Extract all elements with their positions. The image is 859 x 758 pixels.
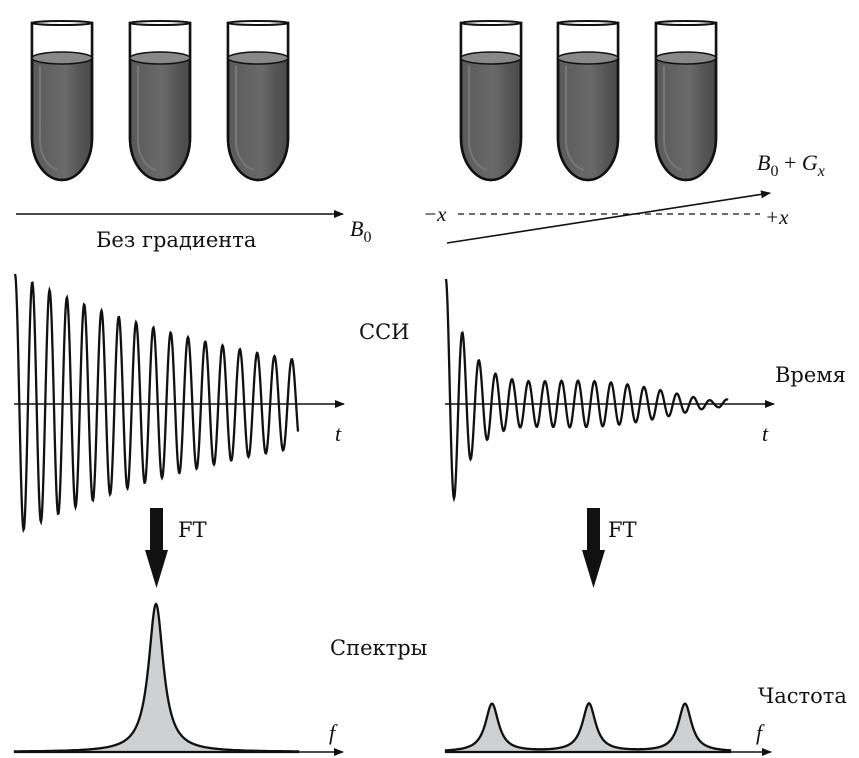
test-tube-icon: [30, 20, 94, 182]
test-tube-icon: [226, 20, 290, 182]
test-tube-icon: [556, 20, 620, 182]
right-tube-group: [459, 20, 718, 182]
down-arrow-icon: [145, 508, 168, 588]
test-tube-icon: [654, 20, 718, 182]
gradient-label: B0 + Gx: [757, 150, 825, 180]
left-tube-group: [30, 20, 290, 182]
left-fid-signal: [13, 273, 300, 534]
frequency-row-label: Частота: [758, 684, 847, 708]
gradient-field-arrow: [446, 190, 771, 244]
test-tube-icon: [459, 20, 523, 182]
right-frequency-axis-label: f: [756, 720, 765, 745]
spectra-row-label: Спектры: [330, 636, 427, 660]
right-time-axis-label: t: [762, 421, 769, 446]
down-arrow-icon: [582, 508, 605, 588]
test-tube-icon: [128, 20, 192, 182]
plus-x-label: +x: [765, 205, 789, 229]
fid-row-label: ССИ: [359, 320, 409, 344]
minus-x-label: −x: [423, 202, 447, 226]
left-time-axis-label: t: [335, 421, 342, 446]
right-spectrum-peaks: [444, 702, 732, 754]
field-label: Без градиента: [96, 228, 256, 252]
right-fid-signal: [444, 278, 729, 503]
left-spectrum-peak: [13, 602, 300, 754]
left-frequency-axis-label: f: [329, 720, 338, 745]
time-row-label: Время: [775, 363, 846, 387]
left-ft-label: FT: [178, 518, 207, 542]
b0-label: B0: [350, 216, 371, 246]
right-ft-label: FT: [608, 518, 637, 542]
